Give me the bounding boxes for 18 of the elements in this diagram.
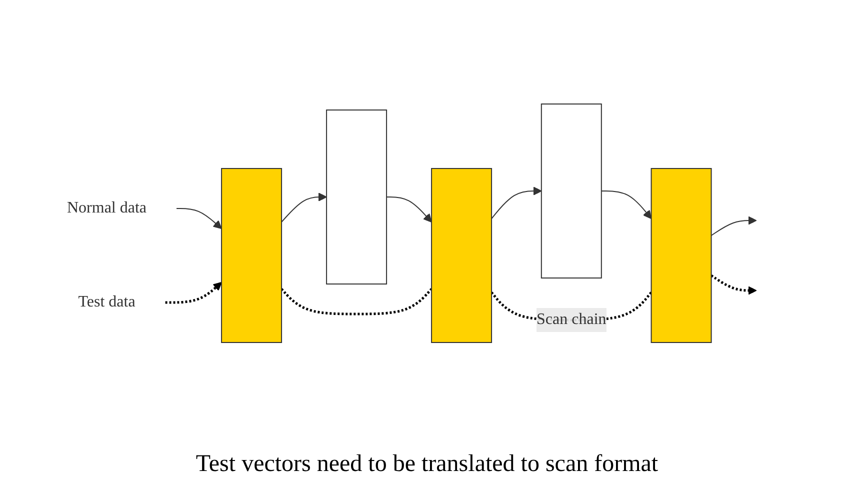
node-box [431, 168, 492, 344]
arrow [176, 208, 222, 230]
arrow [166, 282, 222, 304]
node-text: Test data [78, 294, 136, 311]
node-text: Normal data [67, 200, 147, 217]
node-box [541, 104, 602, 279]
arrow [491, 186, 542, 220]
arrow [386, 196, 432, 223]
arrow [711, 216, 758, 236]
node-box [326, 110, 388, 285]
arrow [281, 192, 328, 223]
node-box [221, 168, 282, 344]
caption: Test vectors need to be translated to scan format [196, 450, 658, 479]
connector [280, 288, 433, 316]
node-box [651, 168, 712, 344]
arrow [710, 274, 758, 296]
arrow [601, 190, 652, 220]
edge-label: Scan chain [536, 311, 607, 328]
